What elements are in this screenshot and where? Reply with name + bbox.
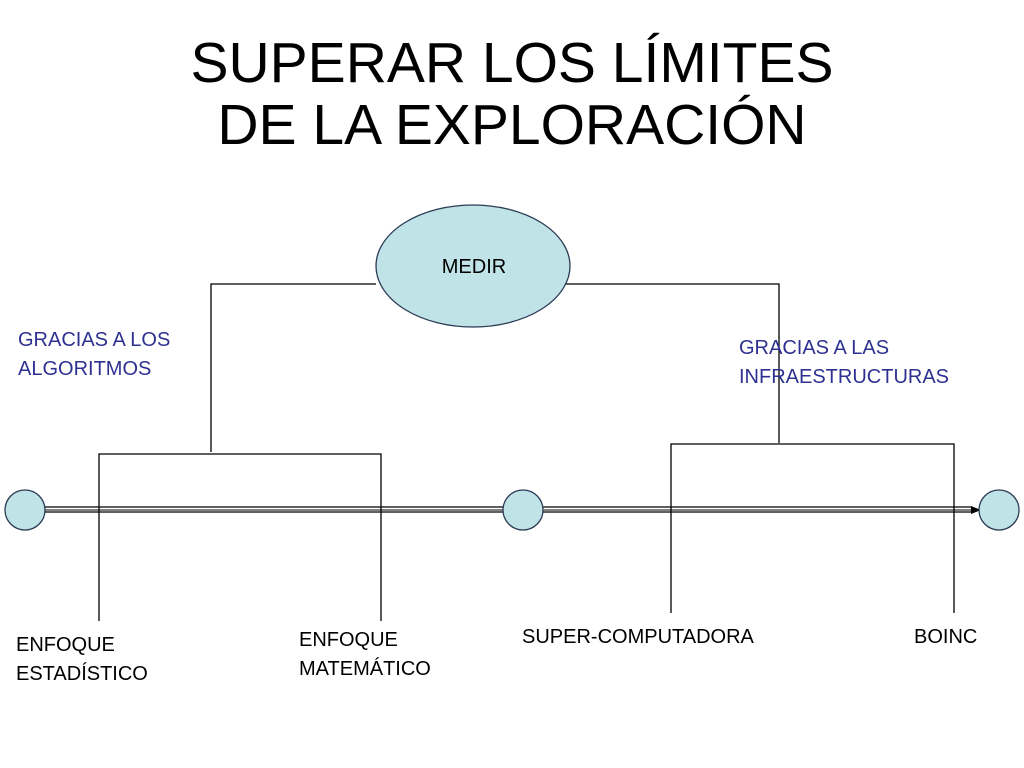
branch-label-algorithms-line-2: ALGORITMOS	[18, 358, 152, 380]
right-bracket	[670, 443, 955, 613]
branch-label-infrastructures-line-2: INFRAESTRUCTURAS	[739, 366, 950, 388]
medir-node-label: MEDIR	[441, 256, 507, 278]
right-bracket-line	[670, 443, 955, 613]
left-bracket-line	[98, 453, 382, 621]
branch-label-infrastructures: GRACIAS A LAS INFRAESTRUCTURAS	[739, 334, 949, 392]
medir-node-shape	[375, 204, 571, 328]
leaf-label-statistical-line-2: ESTADÍSTICO	[16, 663, 148, 685]
slide-title-line-2: DE LA EXPLORACIÓN	[217, 93, 807, 157]
leaf-label-supercomputer-text: SUPER-COMPUTADORA	[522, 626, 754, 648]
slide-title-line-1: SUPERAR LOS LÍMITES	[190, 31, 834, 95]
axis-node-middle	[502, 489, 544, 531]
leaf-label-mathematical-line-2: MATEMÁTICO	[299, 658, 431, 680]
axis-node-end	[978, 489, 1020, 531]
leaf-label-statistical-line-1: ENFOQUE	[16, 634, 115, 656]
root-connectors	[210, 283, 780, 452]
leaf-label-supercomputer: SUPER-COMPUTADORA	[522, 623, 754, 652]
slide-title: SUPERAR LOS LÍMITES DE LA EXPLORACIÓN	[0, 32, 1024, 156]
root-to-right-branch-connector	[566, 283, 780, 443]
root-to-left-branch-connector	[210, 283, 376, 452]
leaf-label-statistical: ENFOQUE ESTADÍSTICO	[16, 631, 148, 689]
branch-label-algorithms-line-1: GRACIAS A LOS	[18, 329, 171, 351]
leaf-label-boinc: BOINC	[914, 623, 977, 652]
leaf-label-mathematical-line-1: ENFOQUE	[299, 629, 398, 651]
branch-label-algorithms: GRACIAS A LOS ALGORITMOS	[18, 326, 170, 384]
leaf-label-boinc-text: BOINC	[914, 626, 978, 648]
leaf-label-mathematical: ENFOQUE MATEMÁTICO	[299, 626, 431, 684]
axis-node-start	[4, 489, 46, 531]
branch-label-infrastructures-line-1: GRACIAS A LAS	[739, 337, 890, 359]
left-bracket	[98, 453, 382, 621]
